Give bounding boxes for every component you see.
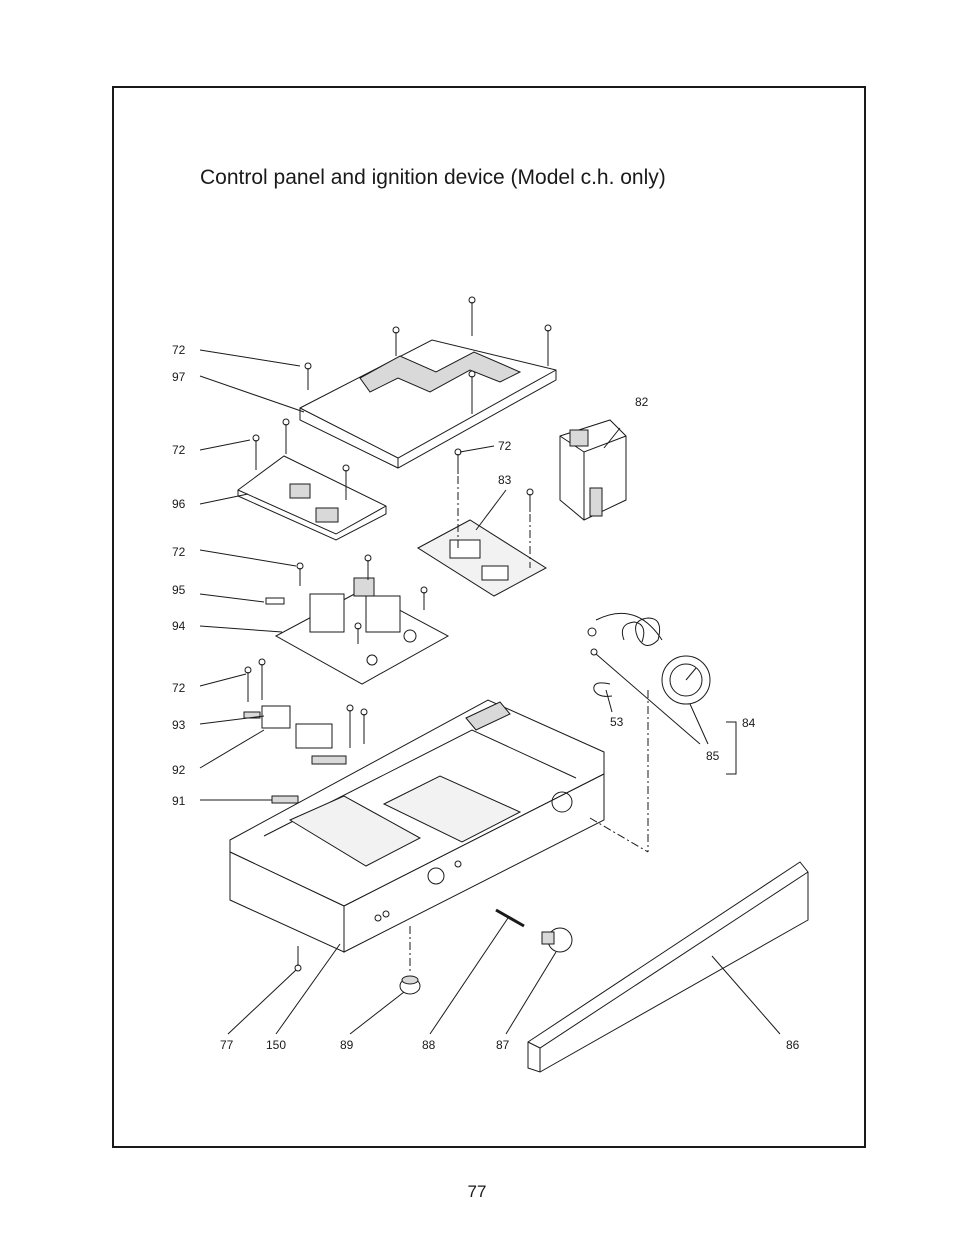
callout-83: 83	[498, 473, 512, 487]
callout-97: 97	[172, 370, 186, 384]
assembly-lines	[409, 476, 649, 972]
callout-77: 77	[220, 1038, 234, 1052]
callout-86: 86	[786, 1038, 800, 1052]
screws-part	[244, 296, 552, 972]
pcb-board-part	[417, 519, 547, 597]
callout-150: 150	[266, 1038, 286, 1052]
callout-72a: 72	[172, 343, 186, 357]
callout-93: 93	[172, 718, 186, 732]
pressure-gauge-part	[587, 612, 711, 705]
page-number: 77	[467, 1182, 487, 1201]
callout-92: 92	[172, 763, 186, 777]
callout-87: 87	[496, 1038, 510, 1052]
knob-part	[541, 927, 573, 953]
callout-labels: 72 97 72 96 72 95 94 72 93 92 91 82 72 8…	[172, 343, 800, 1052]
control-panel-housing-part	[229, 699, 605, 953]
leader-lines	[199, 349, 781, 1035]
callout-72d: 72	[172, 681, 186, 695]
top-cover-part	[299, 339, 557, 469]
callout-96: 96	[172, 497, 186, 511]
ignition-device-part	[559, 419, 627, 521]
terminal-blocks-part	[243, 705, 347, 804]
callout-91: 91	[172, 794, 186, 808]
callout-72e: 72	[498, 439, 512, 453]
page-border	[112, 86, 866, 1148]
u-clip-part	[593, 682, 613, 697]
callout-95: 95	[172, 583, 186, 597]
fuse-part	[265, 597, 285, 605]
callout-88: 88	[422, 1038, 436, 1052]
callout-53: 53	[610, 715, 624, 729]
cap-part	[399, 975, 421, 995]
front-fascia-part	[527, 861, 809, 1073]
diagram-title: Control panel and ignition device (Model…	[200, 166, 666, 189]
shaft-part	[495, 908, 525, 928]
callout-84: 84	[742, 716, 756, 730]
callout-72c: 72	[172, 545, 186, 559]
callout-94: 94	[172, 619, 186, 633]
callout-85: 85	[706, 749, 720, 763]
callout-72b: 72	[172, 443, 186, 457]
main-board-part	[274, 577, 450, 685]
small-cover-part	[237, 455, 387, 541]
callout-89: 89	[340, 1038, 354, 1052]
callout-82: 82	[635, 395, 649, 409]
